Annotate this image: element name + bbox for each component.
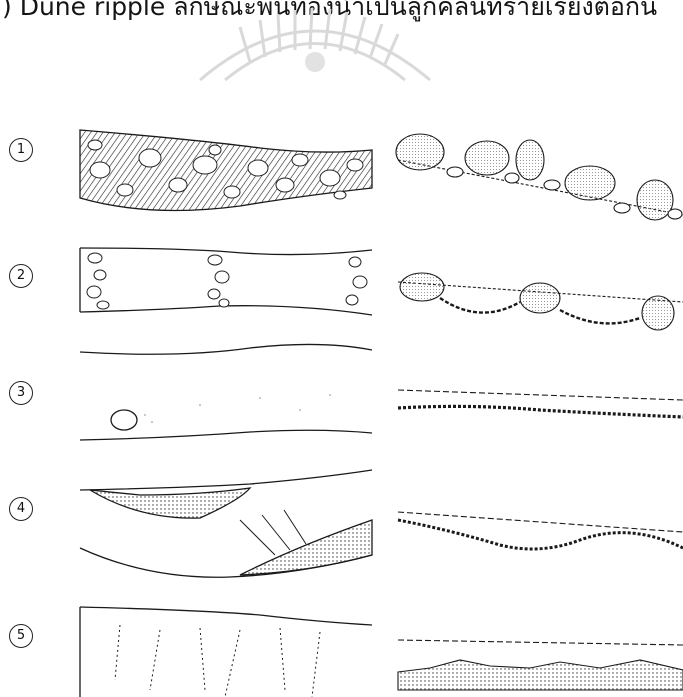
plan-view-5 (80, 607, 372, 697)
profile-view-1 (396, 134, 683, 220)
plan-view-3 (80, 344, 372, 440)
plan-view-2 (80, 248, 372, 315)
profile-view-5 (398, 640, 683, 690)
profile-view-2 (398, 273, 683, 330)
plan-view-4 (80, 470, 372, 577)
profile-view-3 (398, 390, 683, 417)
plan-view-1 (80, 130, 372, 211)
profile-view-4 (398, 512, 683, 549)
